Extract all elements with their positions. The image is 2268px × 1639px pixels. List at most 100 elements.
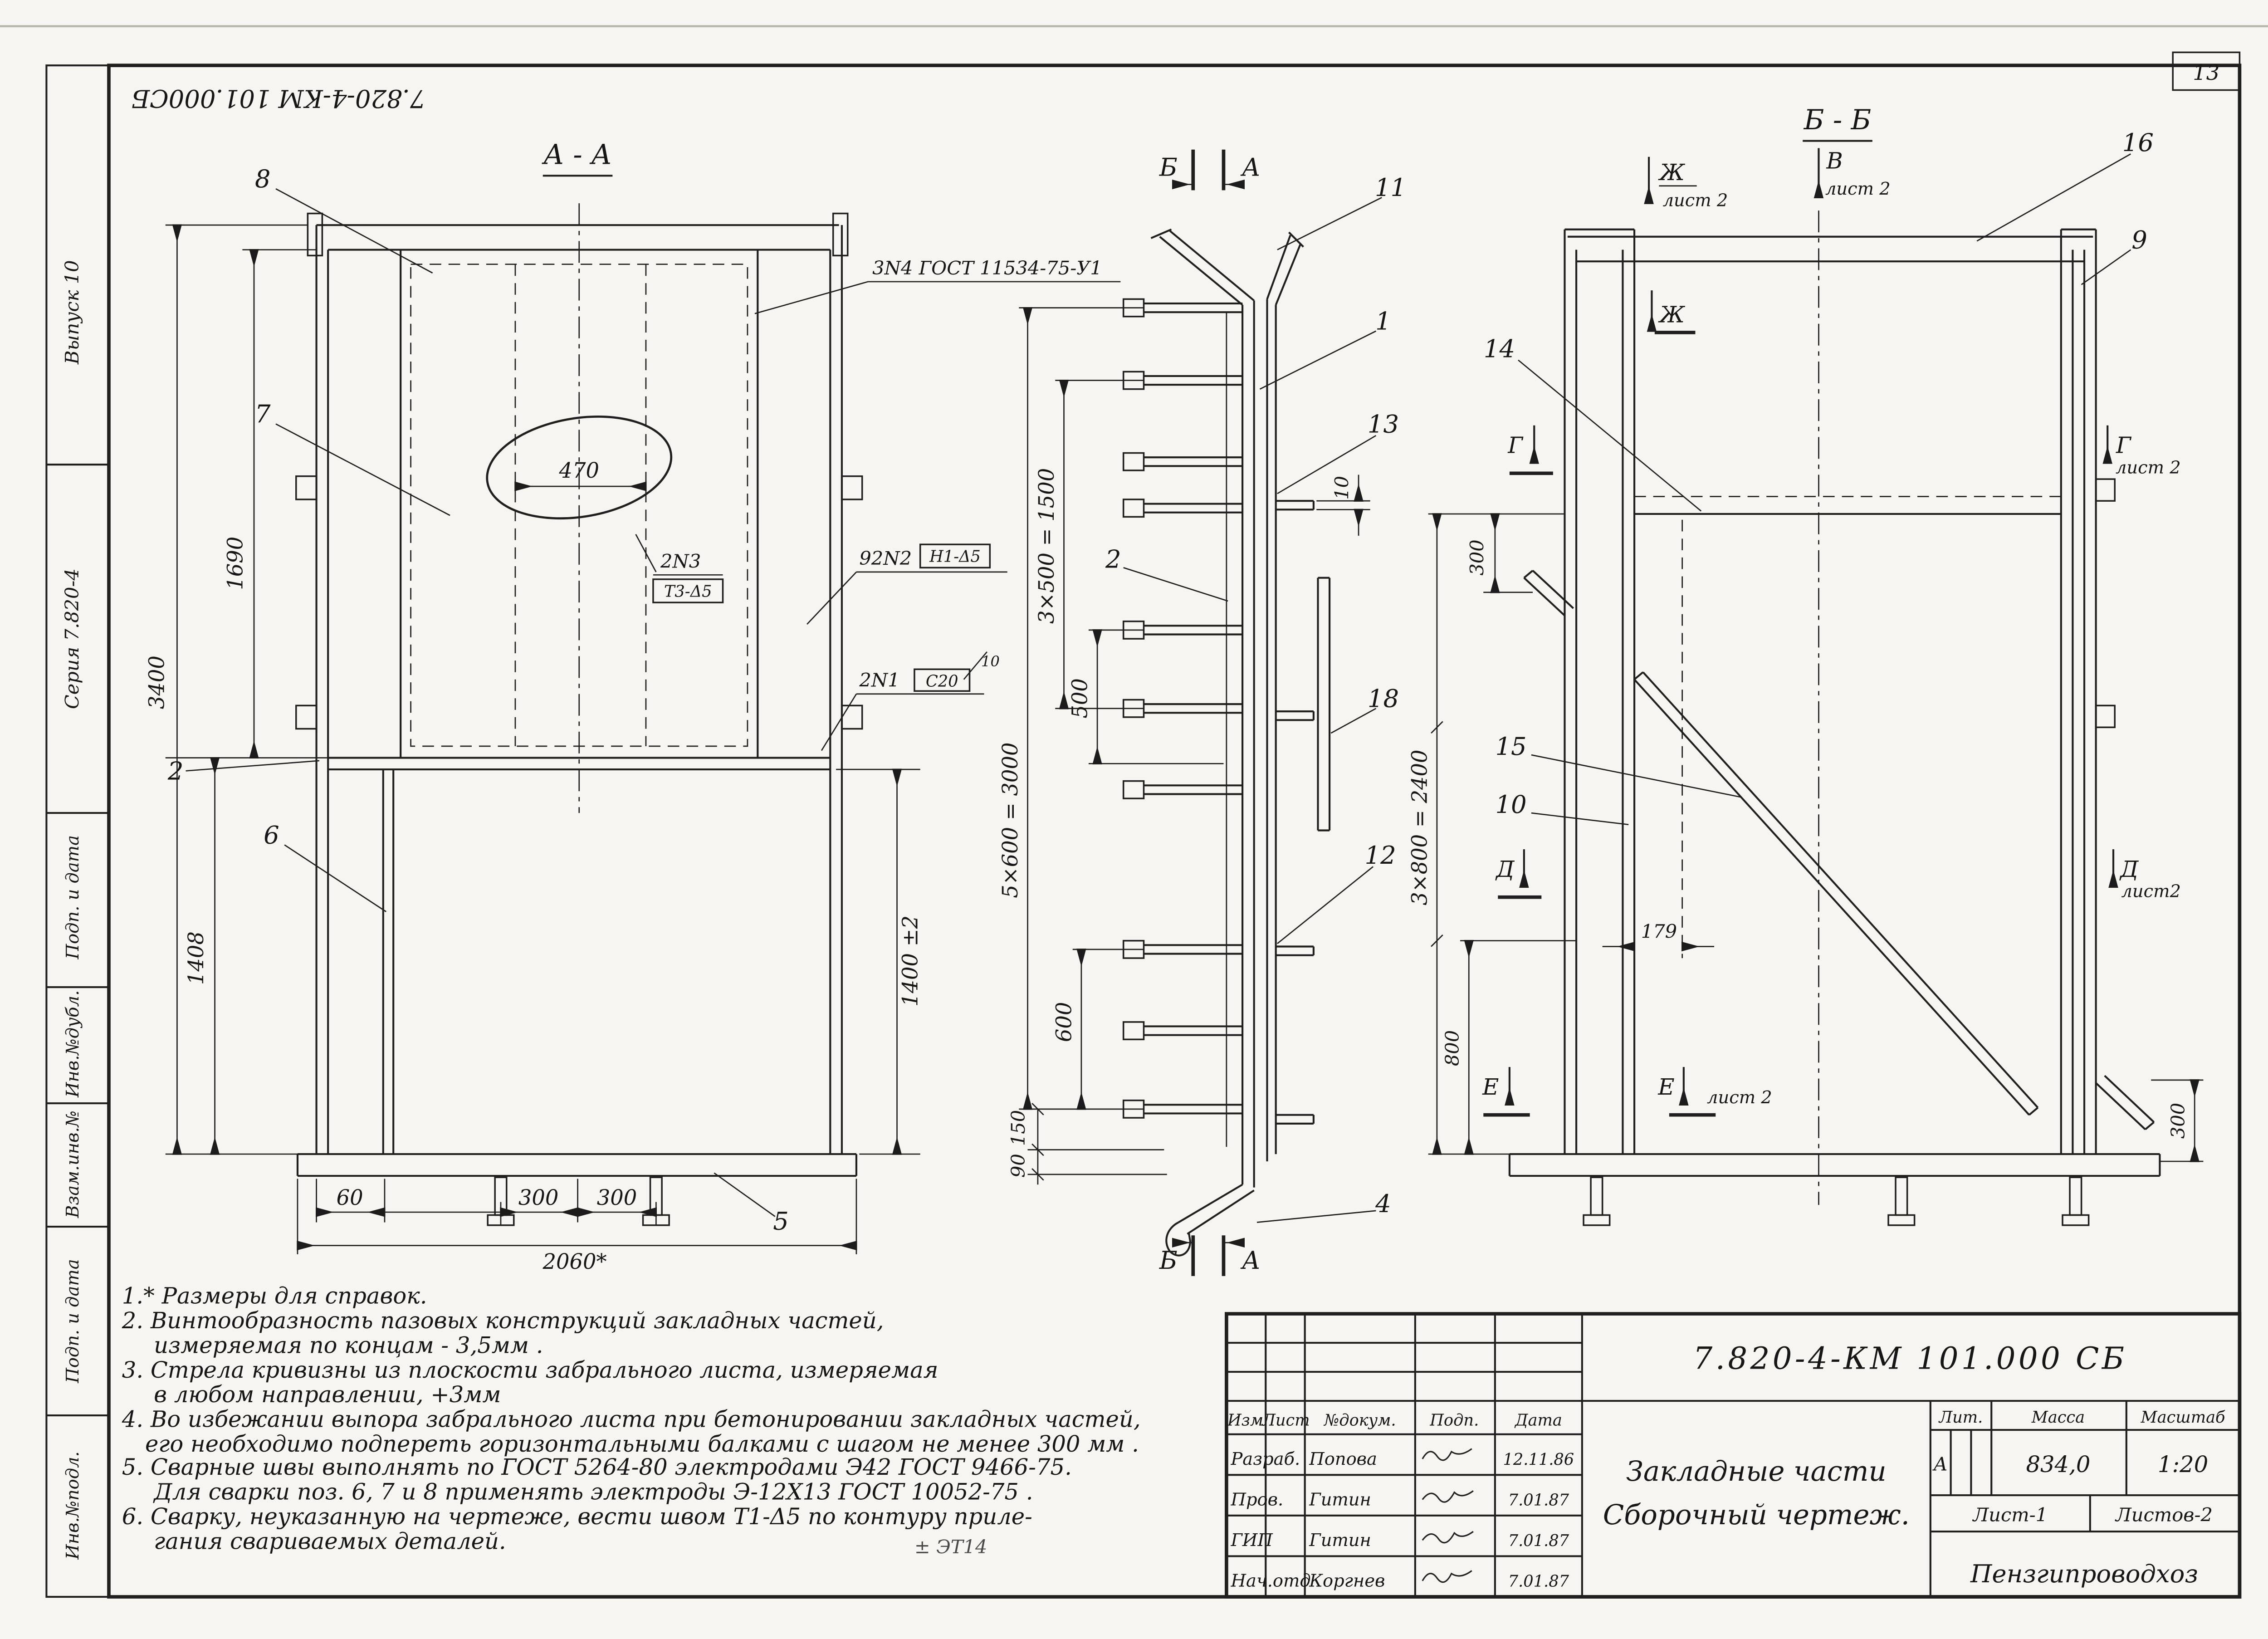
aa-frame-geometry bbox=[295, 203, 863, 1226]
callout-12: 12 bbox=[1364, 841, 1396, 870]
col-doc: №докум. bbox=[1323, 1411, 1396, 1429]
weld-92n2-label: 92N2 bbox=[859, 547, 912, 569]
row-0-role: Разраб. bbox=[1230, 1449, 1300, 1469]
sheet-value: Лист-1 bbox=[1972, 1504, 2048, 1526]
sheet2-g-label: лист 2 bbox=[2116, 457, 2181, 478]
mass-label: Масса bbox=[2031, 1408, 2085, 1427]
callout-1: 1 bbox=[1375, 307, 1391, 336]
note-line-4: 3. Стрела кривизны из плоскости забральн… bbox=[122, 1357, 938, 1383]
row-0-date: 12.11.86 bbox=[1503, 1450, 1574, 1469]
marker-zh-top: Ж bbox=[1658, 159, 1685, 186]
marker-e-left: Е bbox=[1482, 1074, 1499, 1100]
page-number-box bbox=[2172, 51, 2241, 91]
view-aa: А - А bbox=[145, 139, 1121, 1274]
margin-seriya: Серия 7.820-4 bbox=[61, 568, 83, 709]
title-block: Изм Лист №докум. Подп. Дата Разраб. Попо… bbox=[1225, 1312, 2242, 1599]
weld-2n3-label: 2N3 bbox=[660, 550, 701, 572]
sheet-frame: 13 7.820-4-КМ 101.000СБ Выпуск 10 Серия … bbox=[0, 25, 2268, 1599]
dim-300-top: 300 bbox=[1466, 539, 1488, 575]
note-line-2: 2. Винтообразность пазовых конструкций з… bbox=[122, 1307, 884, 1334]
callout-2: 2 bbox=[167, 757, 184, 786]
side-ribs bbox=[1276, 500, 1315, 1125]
dim-1408: 1408 bbox=[184, 931, 208, 985]
sheet2-e-label: лист 2 bbox=[1707, 1087, 1772, 1108]
lit-label: Лит. bbox=[1938, 1408, 1983, 1427]
callout-5: 5 bbox=[773, 1207, 789, 1235]
callout-16: 16 bbox=[2122, 128, 2154, 157]
note-line-3: измеряемая по концам - 3,5мм . bbox=[154, 1332, 543, 1358]
margin-vypusk: Выпуск 10 bbox=[61, 260, 83, 365]
callout-6: 6 bbox=[264, 821, 279, 849]
doc-number: 7.820-4-КМ 101.000 СБ bbox=[1693, 1341, 2127, 1376]
dim-150: 150 bbox=[1007, 1110, 1029, 1146]
side-geometry bbox=[1122, 228, 1331, 1257]
callout-14: 14 bbox=[1484, 334, 1515, 363]
notes-block: 1.* Размеры для справок. 2. Винтообразно… bbox=[122, 1283, 1141, 1558]
callout-8: 8 bbox=[255, 165, 271, 193]
col-list: Лист bbox=[1261, 1411, 1310, 1429]
marker-g-left: Г bbox=[1507, 432, 1524, 459]
note-line-11: гания свариваемых деталей. bbox=[154, 1528, 506, 1554]
weld-gost-label: 3N4 ГОСТ 11534-75-У1 bbox=[872, 257, 1102, 279]
side-section-marks-top: Б А bbox=[1159, 149, 1261, 191]
org-name: Пензгипроводхоз bbox=[1970, 1560, 2198, 1588]
marker-zh-bot: Ж bbox=[1658, 302, 1685, 328]
note-line-9: Для сварки поз. 6, 7 и 8 применять элект… bbox=[153, 1479, 1033, 1505]
dim-60: 60 bbox=[337, 1185, 363, 1210]
row-1-role: Пров. bbox=[1230, 1489, 1283, 1510]
marker-e-right: Е bbox=[1657, 1074, 1674, 1100]
row-1-signature bbox=[1422, 1490, 1474, 1503]
page-number: 13 bbox=[2193, 60, 2219, 85]
callout-10: 10 bbox=[1495, 790, 1526, 819]
dim-1400: 1400 ±2 bbox=[898, 915, 922, 1007]
marker-g-right: Г bbox=[2116, 432, 2132, 459]
dim-300a: 300 bbox=[518, 1185, 559, 1210]
callout-18: 18 bbox=[1368, 685, 1399, 713]
sheet2-d-label: лист2 bbox=[2121, 881, 2180, 902]
weld-c20-label: С20 bbox=[926, 672, 958, 691]
callout-4: 4 bbox=[1375, 1189, 1391, 1218]
bb-callouts: 16 9 14 15 10 bbox=[1484, 128, 2154, 826]
scale-value: 1:20 bbox=[2158, 1451, 2208, 1478]
marker-d-right: Д bbox=[2119, 856, 2139, 882]
note-line-7: его необходимо подпереть горизонтальными… bbox=[145, 1431, 1139, 1457]
dim-300-right: 300 bbox=[2167, 1103, 2189, 1139]
dim-600: 600 bbox=[1052, 1002, 1076, 1042]
marker-a-bot: А bbox=[1240, 1246, 1261, 1275]
callout-13: 13 bbox=[1368, 410, 1399, 439]
dim-3400: 3400 bbox=[145, 656, 169, 709]
aa-weld-callouts: 3N4 ГОСТ 11534-75-У1 2N3 Т3-Δ5 92N2 Н1-Δ… bbox=[635, 257, 1121, 751]
note-line-10: 6. Сварку, неуказанную на чертеже, вести… bbox=[122, 1503, 1032, 1530]
pencil-note: ± ЭТ14 bbox=[914, 1536, 987, 1558]
dim-1690: 1690 bbox=[223, 537, 247, 590]
callout-9: 9 bbox=[2131, 225, 2147, 254]
dim-300b: 300 bbox=[597, 1185, 637, 1210]
dim-800: 800 bbox=[1441, 1030, 1463, 1066]
drawing-title-line1: Закладные части bbox=[1626, 1456, 1887, 1487]
marker-a-top: А bbox=[1240, 153, 1261, 181]
lit-value: А bbox=[1932, 1453, 1948, 1475]
row-3-role: Нач.отд bbox=[1230, 1571, 1310, 1591]
view-side: Б А Б А bbox=[998, 149, 1406, 1276]
note-line-6: 4. Во избежании выпора забрального листа… bbox=[122, 1406, 1141, 1433]
row-2-signature bbox=[1422, 1531, 1474, 1544]
row-1-name: Гитин bbox=[1309, 1489, 1371, 1510]
margin-vzam-inv: Взам.инв.№ bbox=[63, 1111, 83, 1218]
marker-d-left: Д bbox=[1495, 856, 1515, 882]
callout-15: 15 bbox=[1495, 732, 1526, 761]
dim-470: 470 bbox=[558, 458, 599, 483]
weld-2n1-label: 2N1 bbox=[859, 669, 899, 691]
view-bb: Б - Б bbox=[1407, 104, 2204, 1226]
sheet2-zh-label: лист 2 bbox=[1663, 191, 1728, 211]
dim-2060: 2060* bbox=[543, 1249, 607, 1274]
side-dims: 5×600 = 3000 3×500 = 1500 500 600 150 90… bbox=[998, 307, 1370, 1185]
marker-v: В bbox=[1826, 147, 1843, 174]
aa-dim-470: 470 bbox=[486, 416, 673, 520]
note-line-8: 5. Сварные швы выполнять по ГОСТ 5264-80… bbox=[122, 1454, 1072, 1480]
col-podp: Подп. bbox=[1429, 1411, 1479, 1429]
note-line-1: 1.* Размеры для справок. bbox=[122, 1283, 427, 1309]
dim-500: 500 bbox=[1068, 678, 1092, 719]
row-3-signature bbox=[1422, 1570, 1472, 1583]
margin-inv-dubl: Инв.№дубл. bbox=[63, 990, 83, 1098]
